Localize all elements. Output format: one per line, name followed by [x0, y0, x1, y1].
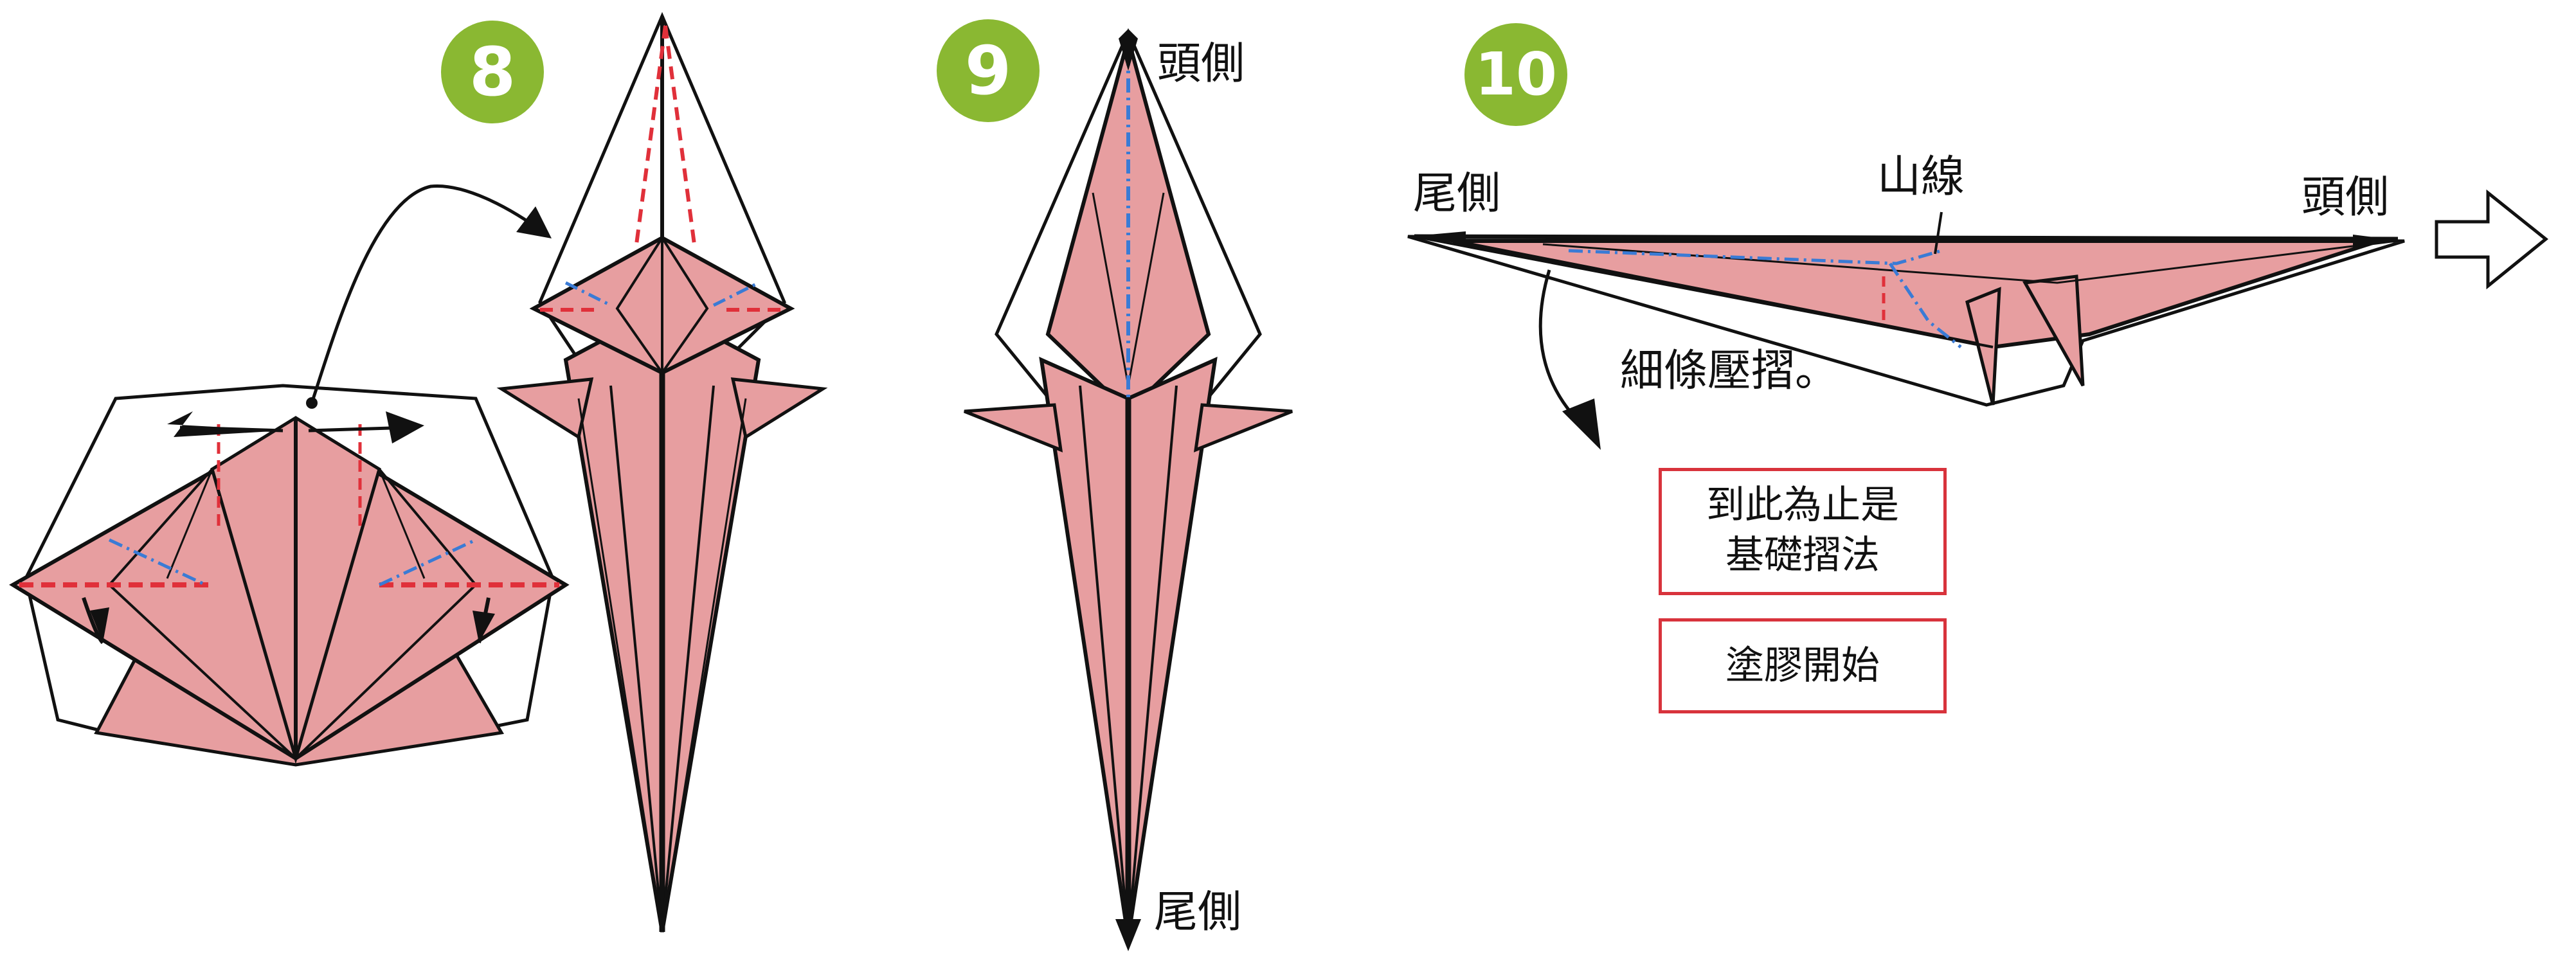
step10-model [1407, 211, 2405, 450]
curved-arrow-icon [310, 184, 552, 404]
step10-mountain-label: 山線 [1877, 152, 1965, 202]
step10-tail-label: 尾側 [1413, 168, 1501, 219]
step-8-badge: 8 [441, 21, 544, 123]
step8-right-wing [730, 377, 828, 440]
step10-head-label: 頭側 [2301, 172, 2390, 223]
step10-flap-right [2022, 274, 2085, 387]
glue-start-note: 塗膠開始 [1659, 618, 1947, 713]
step9-head-label: 頭側 [1157, 39, 1245, 89]
step9-right-wing [1193, 403, 1293, 452]
basic-folds-note-line-2: 基礎摺法 [1725, 533, 1880, 578]
glue-start-note-line-1: 塗膠開始 [1725, 643, 1880, 688]
step10-instruction: 細條壓摺。 [1620, 346, 1839, 397]
step8-left-wing [496, 377, 594, 440]
step9-tail-label: 尾側 [1154, 887, 1242, 938]
fold-down-arrow-icon [1538, 269, 1583, 425]
step8-model [496, 12, 828, 933]
step9-left-wing [964, 403, 1063, 452]
basic-folds-note: 到此為止是 基礎摺法 [1659, 468, 1947, 595]
basic-folds-note-line-1: 到此為止是 [1706, 483, 1899, 528]
step10-flap-left [1965, 287, 2001, 406]
next-step-arrow-icon [2435, 189, 2548, 290]
step-9-badge: 9 [937, 19, 1040, 122]
step-10-badge: 10 [1464, 23, 1567, 126]
step9-model [964, 28, 1293, 951]
step8-detail-model [9, 184, 570, 767]
turn-over-arrow-icon [82, 597, 105, 645]
